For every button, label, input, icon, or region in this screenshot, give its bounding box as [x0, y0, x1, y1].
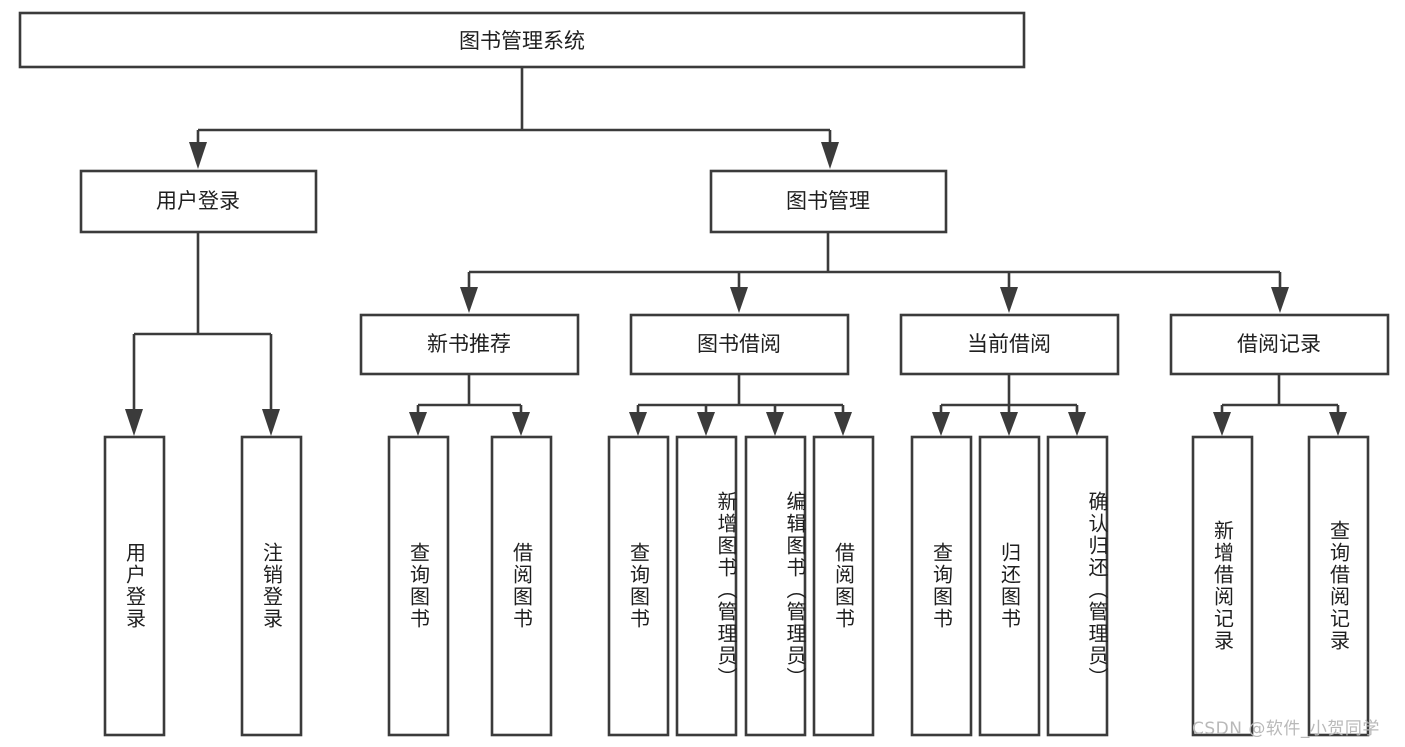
arrow-head-icon [766, 412, 784, 436]
leaf-box-edit-book[interactable] [744, 435, 807, 737]
node-current-borrow-label: 当前借阅 [967, 332, 1051, 356]
csdn-watermark: CSDN @软件_小贺同学 [1192, 719, 1380, 739]
arrow-head-icon [460, 287, 478, 313]
arrow-head-icon [697, 412, 715, 436]
leaf-box-query-book-1[interactable] [387, 435, 450, 737]
connector-user-login-to-leaves [125, 232, 280, 436]
node-root-box[interactable] [18, 11, 1026, 69]
arrow-head-icon [821, 142, 839, 169]
leaf-box-user-logout[interactable] [240, 435, 303, 737]
node-current-borrow-box[interactable] [899, 313, 1120, 376]
node-current-borrow[interactable]: 当前借阅 [899, 313, 1120, 376]
leaf-box-user-login[interactable] [103, 435, 166, 737]
leaf-box-query-record[interactable] [1307, 435, 1370, 737]
leaf-box-add-record[interactable] [1191, 435, 1254, 737]
node-borrow-record[interactable]: 借阅记录 [1169, 313, 1390, 376]
arrow-head-icon [730, 287, 748, 313]
node-new-book-recommend-label: 新书推荐 [427, 332, 511, 356]
arrow-head-icon [629, 412, 647, 436]
node-book-manage-label: 图书管理 [786, 189, 870, 213]
node-user-login[interactable]: 用户登录 [79, 169, 318, 234]
node-book-manage[interactable]: 图书管理 [709, 169, 948, 234]
arrow-head-icon [1000, 287, 1018, 313]
leaf-box-add-book[interactable] [675, 435, 738, 737]
arrow-head-icon [1000, 412, 1018, 436]
arrow-head-icon [834, 412, 852, 436]
arrow-head-icon [1329, 412, 1347, 436]
node-user-login-box[interactable] [79, 169, 318, 234]
leaf-box-confirm-return[interactable] [1046, 435, 1109, 737]
leaf-box-return-book[interactable] [978, 435, 1041, 737]
leaf-box-borrow-book-2[interactable] [812, 435, 875, 737]
node-book-borrow-label: 图书借阅 [697, 332, 781, 356]
arrow-head-icon [125, 409, 143, 436]
arrow-head-icon [1271, 287, 1289, 313]
connector-book-borrow-to-leaves [629, 374, 852, 436]
node-new-book-recommend[interactable]: 新书推荐 [359, 313, 580, 376]
node-root-label: 图书管理系统 [459, 29, 585, 53]
node-user-login-label: 用户登录 [156, 189, 240, 213]
leaf-box-query-book-2[interactable] [607, 435, 670, 737]
connector-current-borrow-to-leaves [932, 374, 1086, 436]
connector-borrow-record-to-leaves [1213, 374, 1347, 436]
arrow-head-icon [1068, 412, 1086, 436]
node-root[interactable]: 图书管理系统 [18, 11, 1026, 69]
connector-book-manage-to-level3 [460, 232, 1289, 313]
arrow-head-icon [189, 142, 207, 169]
leaf-box-borrow-book-1[interactable] [490, 435, 553, 737]
arrow-head-icon [409, 412, 427, 436]
connector-new-book-recommend-to-leaves [409, 374, 530, 436]
node-new-book-recommend-box[interactable] [359, 313, 580, 376]
leaf-box-query-book-3[interactable] [910, 435, 973, 737]
arrow-head-icon [512, 412, 530, 436]
arrow-head-icon [262, 409, 280, 436]
arrow-head-icon [1213, 412, 1231, 436]
connector-root-to-level2 [189, 67, 839, 169]
node-borrow-record-label: 借阅记录 [1237, 332, 1321, 356]
node-book-borrow[interactable]: 图书借阅 [629, 313, 850, 376]
arrow-head-icon [932, 412, 950, 436]
